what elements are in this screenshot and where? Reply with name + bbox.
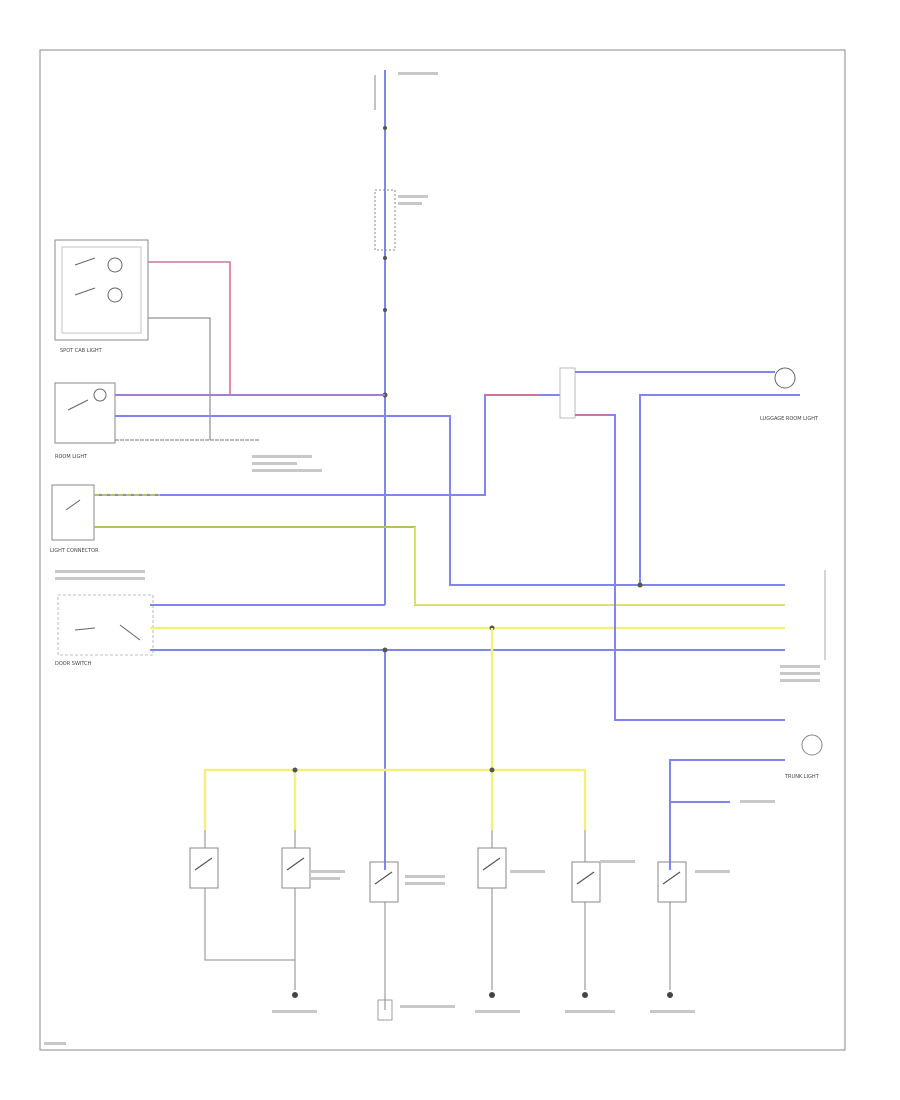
switch-icon (67, 399, 89, 411)
switch-icon (286, 857, 305, 871)
wire-gray (148, 317, 211, 440)
ground-icon (667, 992, 673, 998)
illegible-labels (44, 72, 820, 1045)
switch-icon (662, 871, 681, 885)
sw-trunk (657, 861, 687, 998)
light-connector: LIGHT CONNECTOR (50, 484, 99, 554)
switch-icon (65, 499, 81, 511)
wire-blue (94, 394, 560, 496)
fuse (374, 189, 396, 251)
spot-light: SPOT CAB LIGHT (54, 239, 149, 354)
diagram-frame (39, 49, 846, 1051)
door-switch-label: DOOR SWITCH (55, 661, 92, 667)
luggage-light-label: LUGGAGE ROOM LIGHT (760, 416, 819, 422)
switch-icon (576, 871, 595, 885)
light-connector-label: LIGHT CONNECTOR (50, 548, 99, 554)
ground-icon (582, 992, 588, 998)
room-light-label: ROOM LIGHT (55, 454, 88, 460)
switch-icon (374, 871, 393, 885)
splice-icon (489, 767, 495, 773)
sw-lr (369, 861, 399, 1021)
sw-rear-gate (571, 830, 601, 998)
room-light: ROOM LIGHT (54, 382, 116, 460)
wire-pink (148, 261, 231, 395)
door-switch: DOOR SWITCH (55, 594, 154, 667)
lamp-icon (107, 287, 123, 303)
wire-blue (669, 759, 785, 870)
sw-rr (477, 830, 507, 998)
switch-icon (74, 287, 96, 296)
wire-blue (639, 394, 800, 585)
lamp-icon (107, 257, 123, 273)
switch-icon (194, 857, 213, 871)
switch-icon (482, 857, 501, 871)
spot-light-label: SPOT CAB LIGHT (60, 348, 103, 354)
ignition-switch (374, 75, 387, 260)
splice-icon (637, 582, 643, 588)
ground-icon (489, 992, 495, 998)
wire-olive (94, 526, 785, 606)
wire-blue (575, 414, 785, 721)
switch-icon (74, 627, 96, 631)
trunk-light: TRUNK LIGHT (784, 734, 823, 780)
luggage-light: LUGGAGE ROOM LIGHT (559, 367, 819, 422)
splice-icon (292, 767, 298, 773)
sw-rf (281, 830, 311, 998)
splice-icon (382, 647, 388, 653)
wire-yellow (203, 628, 587, 830)
ground-icon (292, 992, 298, 998)
lamp-icon (93, 388, 107, 402)
wire-blue (115, 415, 785, 586)
sw-lf (189, 830, 295, 961)
trunk-light-label: TRUNK LIGHT (784, 774, 820, 780)
lamp-icon (774, 367, 796, 389)
lamp-icon (801, 734, 823, 756)
switch-icon (74, 257, 96, 266)
switch-icon (119, 624, 141, 641)
